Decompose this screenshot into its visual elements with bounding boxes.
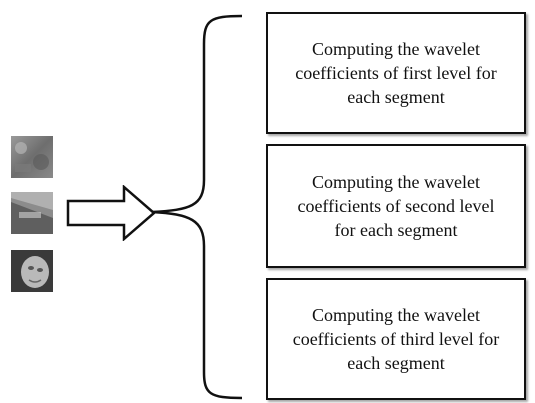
step-box-first-level: Computing the wavelet coefficients of fi…: [266, 12, 526, 134]
step-line: each segment: [347, 353, 445, 373]
step-text-second-level: Computing the wavelet coefficients of se…: [285, 170, 506, 242]
step-line: coefficients of second level: [297, 196, 495, 216]
step-line: Computing the wavelet: [312, 172, 480, 192]
segment-thumbnail-1: [11, 136, 53, 178]
segment-thumbnail-3: [11, 250, 53, 292]
segment-thumbnail-2: [11, 192, 53, 234]
flow-arrow-icon: [66, 185, 156, 241]
curly-brace-connector: [151, 14, 243, 400]
step-box-third-level: Computing the wavelet coefficients of th…: [266, 278, 526, 400]
step-line: Computing the wavelet: [312, 305, 480, 325]
step-box-second-level: Computing the wavelet coefficients of se…: [266, 144, 526, 268]
segment-image-1: [11, 136, 53, 178]
step-line: each segment: [347, 87, 445, 107]
segment-image-3: [11, 250, 53, 292]
step-text-third-level: Computing the wavelet coefficients of th…: [281, 303, 512, 375]
step-line: for each segment: [334, 220, 458, 240]
step-line: coefficients of third level for: [292, 329, 500, 349]
step-line: Computing the wavelet: [312, 39, 480, 59]
segment-image-2: [11, 192, 53, 234]
step-text-first-level: Computing the wavelet coefficients of fi…: [283, 37, 509, 109]
step-line: coefficients of first level for: [295, 63, 497, 83]
